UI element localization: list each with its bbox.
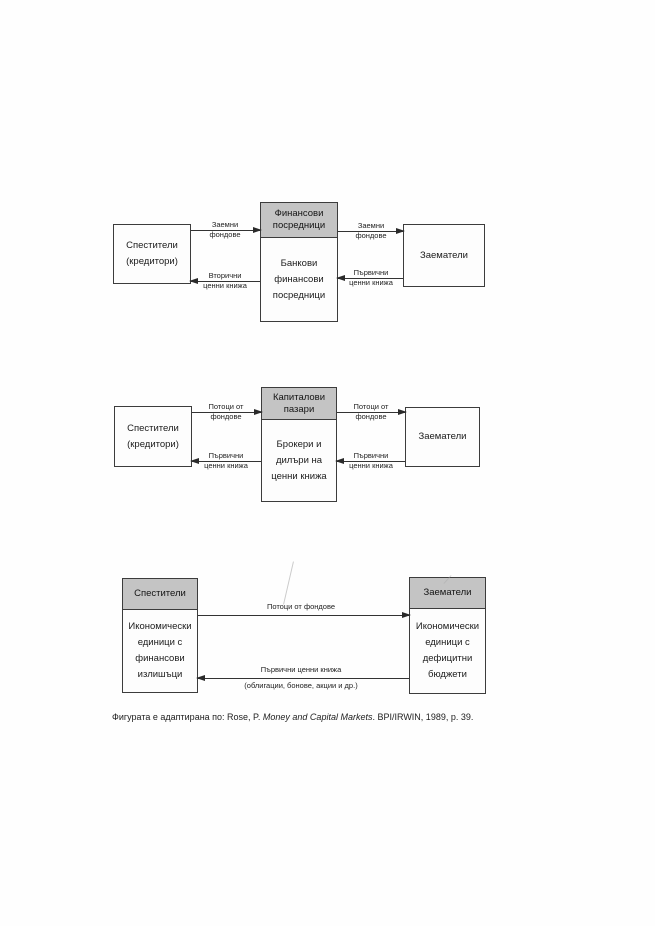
d2-primary-securities-arrow-left [190, 457, 261, 464]
d2-savers-line2: (кредитори) [127, 438, 179, 450]
d3-left-line1: Икономически [128, 621, 192, 632]
d3-primary-securities-sublabel: (облигации, бонове, акции и др.) [244, 681, 358, 690]
caption-book-title: Money and Capital Markets [262, 712, 373, 722]
d1-loan-funds-arrow-left [191, 226, 262, 233]
d2-capital-markets-header: Капиталови пазари [262, 388, 336, 420]
d2-funds-flow-arrow-left [192, 408, 263, 415]
d2-body-line3: ценни книжа [271, 470, 327, 482]
d3-left-line2: единици с [137, 637, 183, 648]
d1-secondary-securities-arrow [189, 277, 260, 284]
d2-header-line1: Капиталови [272, 391, 326, 403]
d2-funds-flow-label-left: Потоци от фондове [208, 402, 244, 421]
d2-borrowers-box: Заематели [405, 407, 480, 467]
d3-left-line4: излишъци [137, 669, 183, 680]
d2-body-line2: дилъри на [275, 454, 323, 466]
d3-funds-flow-arrow [198, 611, 411, 618]
caption-suffix: . BPI/IRWIN, 1989, p. 39. [372, 712, 474, 722]
d2-primary-securities-arrow-right [335, 457, 405, 464]
d2-capital-markets-box: Капиталови пазари Брокери и дилъри на це… [261, 387, 337, 502]
d1-header-line1: Финансови [274, 208, 324, 219]
d1-savers-line2: (кредитори) [126, 256, 178, 267]
d3-right-line1: Икономически [415, 621, 480, 632]
d3-primary-securities-label: Първични ценни книжа [260, 665, 342, 674]
d1-loan-funds-label-left: Заемни фондове [209, 220, 241, 239]
d3-primary-securities-arrow [196, 674, 409, 681]
d1-body-line3: посредници [272, 289, 326, 301]
d2-savers-box: Спестители (кредитори) [114, 406, 192, 467]
d1-savers-box: Спестители (кредитори) [113, 224, 191, 284]
d1-loan-funds-arrow-right [338, 227, 405, 234]
d1-primary-securities-arrow [336, 274, 403, 281]
d3-savers-header: Спестители [123, 579, 197, 610]
scan-crease-artifact [283, 561, 294, 605]
d2-primary-securities-label-left: Първични ценни книжа [204, 451, 248, 470]
d2-funds-flow-label-right: Потоци от фондове [353, 402, 389, 421]
d3-borrowers-header: Заематели [410, 578, 485, 609]
d1-borrowers-label: Заематели [420, 249, 468, 261]
d1-loan-funds-label-right: Заемни фондове [355, 221, 387, 240]
d1-body-line1: Банкови [280, 257, 318, 269]
d3-borrowers-box: Заематели Икономически единици с дефицит… [409, 577, 486, 694]
d1-savers-line1: Спестители [126, 240, 178, 251]
d1-header-line2: посредници [272, 220, 326, 231]
d2-body-line1: Брокери и [276, 438, 322, 450]
d1-financial-intermediaries-box: Финансови посредници Банкови финансови п… [260, 202, 338, 322]
d2-borrowers-label: Заематели [418, 431, 467, 442]
d3-funds-flow-label: Потоци от фондове [266, 602, 336, 611]
d1-borrowers-box: Заематели [403, 224, 485, 287]
d1-secondary-securities-label: Вторични ценни книжа [203, 271, 247, 290]
d1-primary-securities-label: Първични ценни книжа [349, 268, 393, 287]
d1-body-line2: финансови [274, 273, 324, 285]
d3-right-line3: дефицитни [422, 653, 473, 664]
caption-prefix: Фигурата е адаптирана по: Rose, P. [112, 712, 263, 722]
d3-left-line3: финансови [135, 653, 185, 664]
d3-right-line4: бюджети [428, 669, 467, 680]
d1-intermediaries-header: Финансови посредници [261, 203, 337, 238]
d3-savers-box: Спестители Икономически единици с финанс… [122, 578, 198, 693]
figure-caption: Фигурата е адаптирана по: Rose, P. Money… [112, 712, 572, 722]
d2-header-line2: пазари [283, 403, 315, 415]
d2-primary-securities-label-right: Първични ценни книжа [349, 451, 393, 470]
d2-savers-line1: Спестители [127, 422, 179, 434]
d3-right-line2: единици с [425, 637, 470, 648]
d2-funds-flow-arrow-right [337, 408, 407, 415]
